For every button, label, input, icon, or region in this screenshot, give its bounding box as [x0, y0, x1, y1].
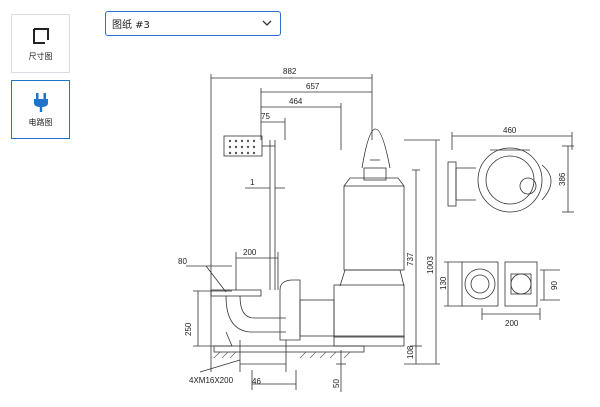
dim-737: 737 — [406, 252, 415, 266]
dim-882: 882 — [283, 67, 297, 76]
dim-46: 46 — [252, 377, 261, 386]
dim-200-top: 200 — [243, 248, 257, 257]
chevron-down-icon — [262, 20, 272, 26]
dim-50: 50 — [332, 379, 341, 388]
drawing-select-value: 图纸 #3 — [112, 20, 150, 31]
dim-108: 108 — [406, 345, 415, 359]
dim-1003: 1003 — [426, 256, 435, 274]
dim-250: 250 — [184, 322, 193, 336]
sidebar-item-label: 尺寸图 — [28, 52, 53, 61]
dim-460: 460 — [503, 126, 517, 135]
sidebar-item-dimension-drawing[interactable]: 尺寸图 — [11, 14, 70, 73]
dim-80: 80 — [178, 257, 187, 266]
dim-386: 386 — [558, 172, 567, 186]
dimension-icon — [30, 25, 52, 47]
dim-657: 657 — [306, 82, 320, 91]
dim-75: 75 — [261, 112, 270, 121]
drawing-select[interactable]: 图纸 #3 — [105, 11, 281, 36]
plug-icon — [30, 91, 52, 113]
dim-464: 464 — [289, 97, 303, 106]
sidebar-item-circuit-diagram[interactable]: 电路图 — [11, 80, 70, 139]
dim-1: 1 — [250, 178, 255, 187]
bolt-label: 4XM16X200 — [189, 376, 234, 385]
dim-200-bottom: 200 — [505, 319, 519, 328]
dim-90: 90 — [550, 281, 559, 290]
dim-130: 130 — [439, 276, 448, 290]
sidebar-item-label: 电路图 — [28, 118, 53, 127]
